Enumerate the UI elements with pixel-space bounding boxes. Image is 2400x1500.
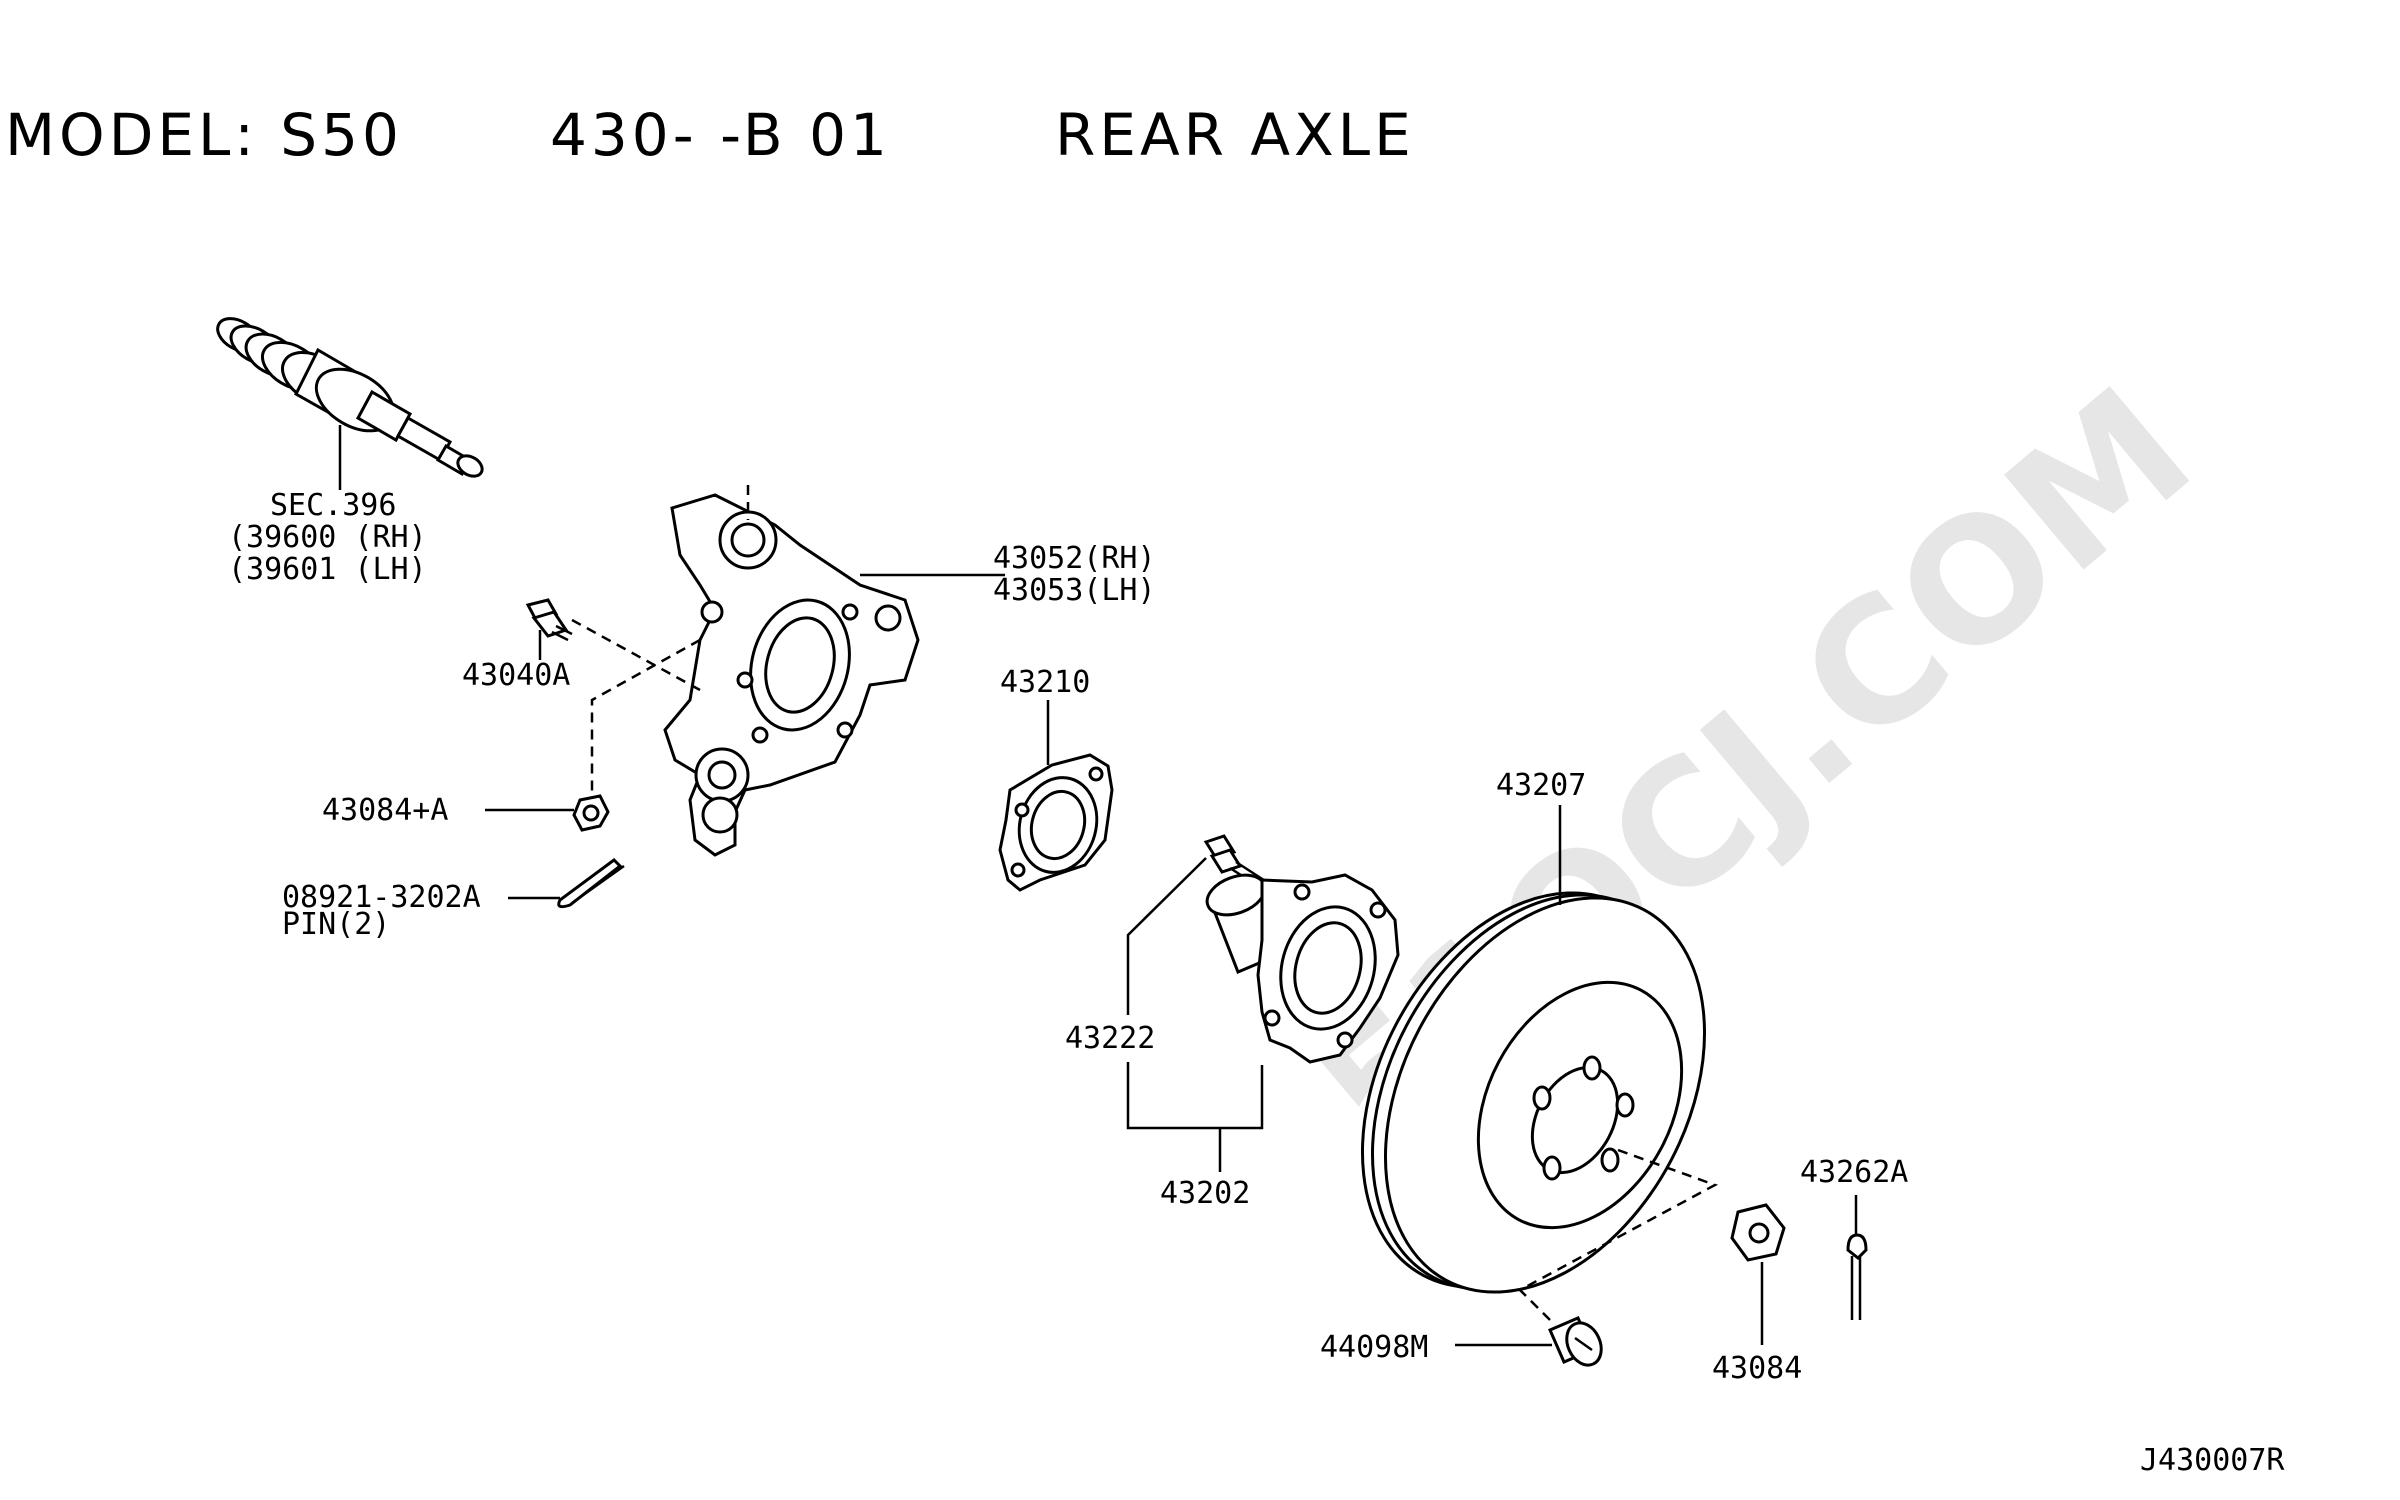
plug-icon xyxy=(1548,1316,1603,1367)
label-sec: SEC.396 xyxy=(270,488,396,523)
axis-bolt xyxy=(571,618,701,692)
label-cotter: 43262A xyxy=(1800,1155,1908,1190)
nut-icon xyxy=(572,794,610,832)
disc-rotor-icon xyxy=(1361,891,1706,1294)
bearing-icon xyxy=(998,753,1114,892)
header-title: REAR AXLE xyxy=(1055,101,1415,169)
label-hub: 43202 xyxy=(1160,1176,1250,1211)
label-pin-part: 08921-3202A xyxy=(282,880,481,915)
header-code: 430- -B 01 xyxy=(550,101,891,169)
label-sec-lh: (39601 (LH) xyxy=(228,552,427,587)
hub-nut-icon xyxy=(1730,1203,1786,1262)
leader-hub-bolt xyxy=(1126,857,1207,1015)
label-bolt: 43040A xyxy=(462,658,570,693)
label-knuckle-rh: 43052(RH) xyxy=(993,541,1156,576)
header-model: MODEL: S50 xyxy=(5,101,403,169)
label-hub-bolt: 43222 xyxy=(1065,1021,1155,1056)
bolt-icon xyxy=(525,598,573,642)
figure-id: J430007R xyxy=(2140,1443,2285,1478)
pin-icon xyxy=(557,858,625,909)
label-nut: 43084 xyxy=(1712,1351,1802,1386)
drive-shaft-icon xyxy=(216,317,484,478)
label-sec-rh: (39600 (RH) xyxy=(228,520,427,555)
leader-hub-bracket xyxy=(1126,1062,1264,1130)
axis-nut-a xyxy=(590,638,701,800)
hub-icon xyxy=(1205,873,1400,1064)
label-plug: 44098M xyxy=(1320,1330,1428,1365)
label-rotor: 43207 xyxy=(1496,768,1586,803)
label-knuckle-lh: 43053(LH) xyxy=(993,573,1156,608)
label-bearing: 43210 xyxy=(1000,665,1090,700)
cotter-pin-icon xyxy=(1846,1233,1868,1320)
knuckle-icon xyxy=(663,493,920,857)
label-nut-a: 43084+A xyxy=(322,793,448,828)
label-pin-qty: PIN(2) xyxy=(282,907,390,942)
axis-rotor xyxy=(1517,1148,1719,1326)
